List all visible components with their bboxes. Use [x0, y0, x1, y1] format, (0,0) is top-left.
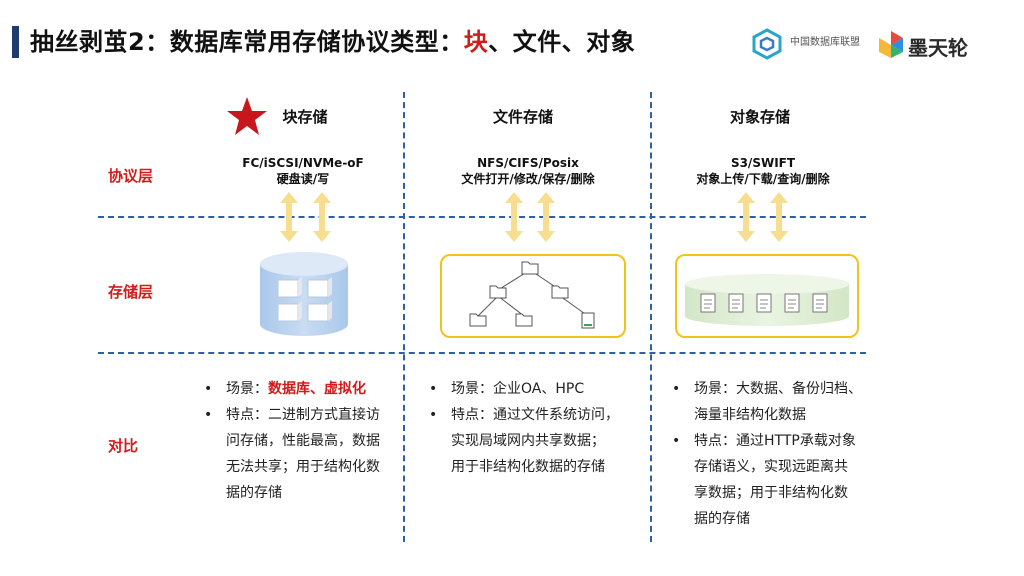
row-label-storage: 存储层	[108, 283, 154, 301]
folder-tree-icon	[469, 261, 595, 329]
protocol-file-line1: NFS/CIFS/Posix	[477, 156, 579, 170]
feature-object-line: 特点：通过HTTP承载对象	[694, 433, 856, 449]
object-storage-box	[675, 254, 859, 338]
block-storage-cylinder-icon	[260, 252, 348, 336]
feature-object: 特点：通过HTTP承载对象 存储语义，实现远距离共 享数据；用于非结构化数 据的…	[668, 428, 888, 532]
object-bucket-icon	[685, 274, 849, 326]
row-label-protocol: 协议层	[108, 167, 154, 185]
protocol-block-line1: FC/iSCSI/NVMe-oF	[242, 156, 364, 170]
column-divider-1	[403, 92, 405, 542]
logo1-text: 中国数据库联盟	[790, 37, 860, 48]
column-divider-2	[650, 92, 652, 542]
protocol-file-line2: 文件打开/修改/保存/删除	[461, 172, 595, 186]
database-alliance-logo-icon	[752, 28, 782, 60]
feature-file-line: 实现局域网内共享数据；	[451, 433, 605, 449]
star-icon	[227, 97, 267, 135]
scene-object: 场景：大数据、备份归档、 海量非结构化数据	[668, 376, 888, 428]
protocol-file: NFS/CIFS/Posix 文件打开/修改/保存/删除	[418, 155, 638, 187]
protocol-block-line2: 硬盘读/写	[276, 172, 330, 186]
scene-block-prefix: 场景：	[226, 381, 268, 397]
row-label-compare: 对比	[108, 437, 139, 455]
logo2-text: 墨天轮	[908, 36, 968, 60]
compare-block-list: 场景：数据库、虚拟化 特点：二进制方式直接访 问存储，性能最高，数据 无法共享；…	[200, 376, 400, 506]
motianlun-logo-icon	[879, 31, 903, 58]
bidirectional-arrow-icon	[770, 192, 788, 242]
protocol-object-line1: S3/SWIFT	[730, 156, 796, 170]
bidirectional-arrow-icon	[505, 192, 523, 242]
protocol-object-line2: 对象上传/下载/查询/删除	[696, 172, 830, 186]
feature-block-line: 问存储，性能最高，数据	[226, 433, 380, 449]
feature-block-line: 特点：二进制方式直接访	[226, 407, 380, 423]
compare-file-list: 场景：企业OA、HPC 特点：通过文件系统访问， 实现局域网内共享数据； 用于非…	[425, 376, 645, 480]
feature-object-line: 存储语义，实现远距离共	[694, 459, 848, 475]
logo-database-alliance: 中国数据库联盟	[750, 25, 870, 65]
feature-block-line: 据的存储	[226, 485, 282, 501]
title-highlight: 块	[463, 28, 489, 56]
title-prefix: 抽丝剥茧2：数据库常用存储协议类型：	[30, 28, 464, 56]
title-suffix: 、文件、对象	[488, 28, 636, 56]
bidirectional-arrow-icon	[313, 192, 331, 242]
scene-object-line: 海量非结构化数据	[694, 407, 806, 423]
title-accent-bar	[12, 26, 19, 58]
compare-object-list: 场景：大数据、备份归档、 海量非结构化数据 特点：通过HTTP承载对象 存储语义…	[668, 376, 888, 532]
feature-object-line: 享数据；用于非结构化数	[694, 485, 848, 501]
protocol-object: S3/SWIFT 对象上传/下载/查询/删除	[653, 155, 873, 187]
protocol-block: FC/iSCSI/NVMe-oF 硬盘读/写	[193, 155, 413, 187]
feature-object-line: 据的存储	[694, 511, 750, 527]
scene-block: 场景：数据库、虚拟化	[200, 376, 400, 402]
file-storage-box	[440, 254, 626, 338]
column-title-file: 文件存储	[492, 108, 553, 126]
feature-block-line: 无法共享；用于结构化数	[226, 459, 380, 475]
feature-block: 特点：二进制方式直接访 问存储，性能最高，数据 无法共享；用于结构化数 据的存储	[200, 402, 400, 506]
bidirectional-arrow-icon	[737, 192, 755, 242]
scene-object-line: 场景：大数据、备份归档、	[694, 381, 862, 397]
feature-file: 特点：通过文件系统访问， 实现局域网内共享数据； 用于非结构化数据的存储	[425, 402, 645, 480]
scene-file: 场景：企业OA、HPC	[425, 376, 645, 402]
bidirectional-arrow-icon	[280, 192, 298, 242]
scene-block-highlight: 数据库、虚拟化	[268, 381, 366, 397]
row-divider-2	[98, 352, 866, 354]
bidirectional-arrow-icon	[537, 192, 555, 242]
row-divider-1	[98, 216, 866, 218]
page-title: 抽丝剥茧2：数据库常用存储协议类型：块、文件、对象	[30, 22, 635, 57]
feature-file-line: 用于非结构化数据的存储	[451, 459, 605, 475]
column-title-object: 对象存储	[729, 108, 790, 126]
column-title-block: 块存储	[282, 108, 328, 126]
logo-motianlun: 墨天轮	[876, 26, 986, 66]
feature-file-line: 特点：通过文件系统访问，	[451, 407, 619, 423]
